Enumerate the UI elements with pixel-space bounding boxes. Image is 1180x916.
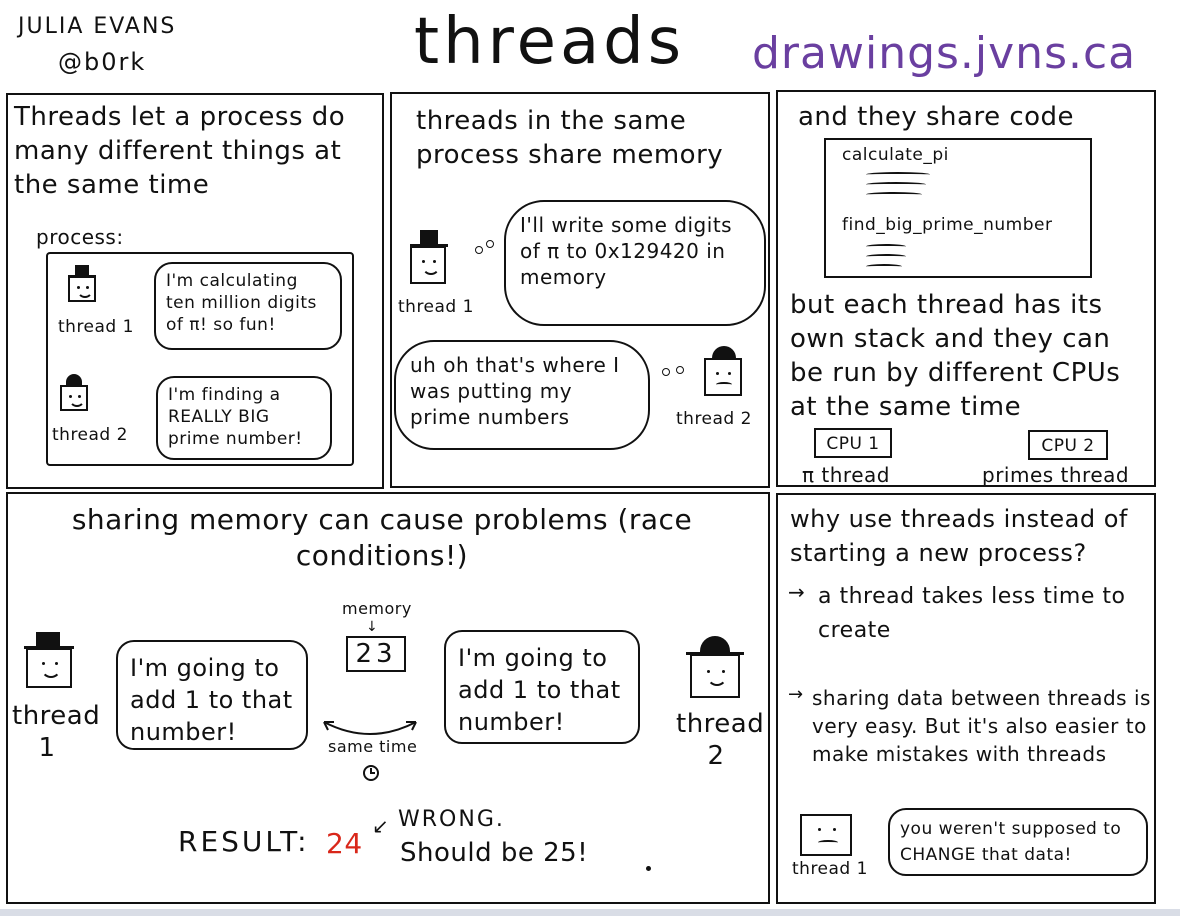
site-url[interactable]: drawings.jvns.ca: [752, 28, 1137, 79]
page-title: threads: [414, 5, 686, 79]
p4-thread2-face-icon: [690, 654, 740, 698]
clock-icon: [363, 765, 379, 781]
cpu1-box: CPU 1: [814, 428, 892, 458]
code-fn-find-big-prime: find_big_prime_number: [842, 215, 1053, 235]
panel3-text2: but each thread has its own stack and th…: [790, 290, 1121, 422]
result-arrow-icon: ↙: [372, 814, 389, 838]
arrow-icon: →: [788, 580, 805, 604]
same-time-label: same time: [328, 737, 418, 756]
p4-thread2-hat-icon: [700, 636, 730, 654]
process-label: process:: [36, 225, 124, 249]
code-box: [824, 138, 1092, 278]
p4-thread1-bubble: I'm going to add 1 to that number!: [116, 640, 308, 750]
panel5-question: why use threads instead of starting a ne…: [790, 505, 1128, 567]
thread2-hat-icon: [66, 374, 82, 386]
same-time-arc-icon: [323, 721, 417, 735]
bottom-scroll-bar[interactable]: [0, 909, 1180, 916]
thread1-face-icon: [68, 276, 96, 302]
p2-thread1-face-icon: [410, 246, 446, 284]
p2-thread1-cloud: I'll write some digits of π to 0x129420 …: [504, 200, 766, 326]
p2-thread2-cloud: uh oh that's where I was putting my prim…: [394, 340, 650, 450]
memory-arrow-icon: ↓: [366, 619, 378, 635]
should-be-label: Should be 25!: [400, 838, 589, 868]
panel4-title: sharing memory can cause problems (race …: [71, 503, 693, 572]
panel5-point2: sharing data between threads is very eas…: [812, 686, 1151, 766]
p5-thread1-label: thread 1: [792, 859, 868, 879]
p4-thread2-label: thread 2: [676, 709, 765, 771]
memory-value-box: 23: [346, 636, 406, 672]
panel-race-conditions: [6, 492, 770, 904]
p2-thread2-label: thread 2: [676, 409, 752, 429]
p1-thread2-label: thread 2: [52, 425, 128, 445]
p4-thread1-label: thread 1: [12, 701, 101, 763]
wrong-label: WRONG.: [398, 807, 505, 832]
memory-label: memory: [342, 599, 412, 618]
p1-thread1-label: thread 1: [58, 317, 134, 337]
result-label: RESULT:: [178, 825, 310, 858]
p4-thread1-face-icon: [26, 648, 72, 688]
panel2-text: threads in the same process share memory: [416, 106, 724, 170]
author-name: Julia Evans: [18, 14, 177, 39]
code-fn-calculate-pi: calculate_pi: [842, 145, 949, 165]
p2-thread1-hat-icon: [420, 230, 438, 245]
p5-thread1-face-icon: [800, 814, 852, 856]
panel1-text: Threads let a process do many different …: [14, 102, 346, 200]
panel-shared-code: [776, 90, 1156, 487]
process-box: [46, 252, 354, 466]
panel-why-threads: [776, 493, 1156, 904]
p1-thread1-bubble: I'm calculating ten million digits of π!…: [154, 262, 342, 350]
cpu1-label: π thread: [802, 463, 890, 487]
p4-thread2-bubble: I'm going to add 1 to that number!: [444, 630, 640, 744]
thread2-face-icon: [60, 385, 88, 411]
p2-thread1-label: thread 1: [398, 297, 474, 317]
p1-thread2-bubble: I'm finding a REALLY BIG prime number!: [156, 376, 332, 460]
panel-threads-intro: [6, 93, 384, 489]
panel-shared-memory: [390, 92, 770, 488]
cpu2-label: primes thread: [982, 463, 1130, 487]
panel3-text: and they share code: [798, 102, 1075, 132]
thread1-hat-icon: [75, 265, 89, 276]
p4-thread1-hat-icon: [36, 632, 60, 647]
panel5-point1: a thread takes less time to create: [818, 584, 1126, 643]
result-value: 24: [326, 827, 363, 860]
p2-thread2-hat-icon: [712, 346, 736, 360]
cpu2-box: CPU 2: [1028, 430, 1108, 460]
arrow-icon-2: →: [788, 684, 804, 705]
p5-thread1-bubble: you weren't supposed to CHANGE that data…: [888, 808, 1148, 876]
author-handle: @b0rk: [58, 48, 147, 76]
p2-thread2-face-icon: [704, 358, 742, 396]
